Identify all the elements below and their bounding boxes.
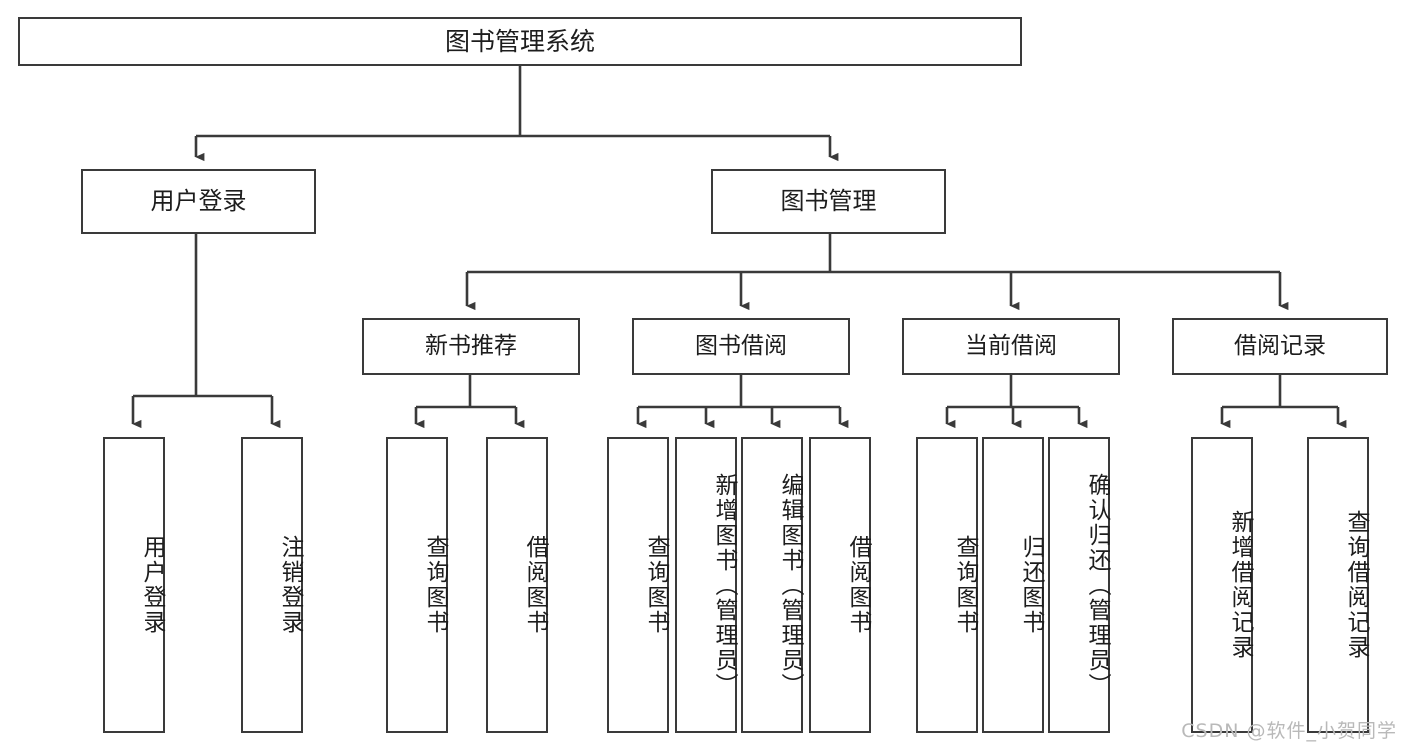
node-user-login[interactable]: 用户登录: [81, 169, 316, 234]
leaf-borrow-book-recommend[interactable]: 借阅图书: [486, 437, 548, 733]
node-label: 查询图书: [952, 535, 978, 635]
node-label: 用户登录: [139, 535, 165, 635]
node-root-system[interactable]: 图书管理系统: [18, 17, 1022, 66]
node-label: 借阅图书: [845, 535, 871, 635]
node-label: 新增图书（管理员）: [711, 472, 737, 698]
node-book-management[interactable]: 图书管理: [711, 169, 946, 234]
node-label: 用户登录: [150, 187, 247, 216]
leaf-add-borrow-record[interactable]: 新增借阅记录: [1191, 437, 1253, 733]
leaf-query-book-current[interactable]: 查询图书: [916, 437, 978, 733]
node-book-borrow[interactable]: 图书借阅: [632, 318, 850, 375]
node-label: 查询借阅记录: [1343, 510, 1369, 660]
node-label: 借阅记录: [1234, 332, 1326, 359]
node-label: 查询图书: [643, 535, 669, 635]
leaf-confirm-return-admin[interactable]: 确认归还（管理员）: [1048, 437, 1110, 733]
csdn-watermark: CSDN @软件_小贺同学: [1181, 720, 1397, 742]
node-borrow-records[interactable]: 借阅记录: [1172, 318, 1388, 375]
leaf-user-login[interactable]: 用户登录: [103, 437, 165, 733]
leaf-query-book-borrow[interactable]: 查询图书: [607, 437, 669, 733]
node-label: 借阅图书: [522, 535, 548, 635]
leaf-add-book-admin[interactable]: 新增图书（管理员）: [675, 437, 737, 733]
node-label: 图书借阅: [695, 332, 787, 359]
node-label: 查询图书: [422, 535, 448, 635]
node-label: 编辑图书（管理员）: [777, 472, 803, 698]
node-label: 当前借阅: [965, 332, 1057, 359]
node-label: 新书推荐: [425, 332, 517, 359]
node-label: 图书管理: [780, 187, 877, 216]
leaf-borrow-book[interactable]: 借阅图书: [809, 437, 871, 733]
node-label: 新增借阅记录: [1227, 510, 1253, 660]
leaf-edit-book-admin[interactable]: 编辑图书（管理员）: [741, 437, 803, 733]
node-label: 图书管理系统: [444, 26, 595, 56]
node-label: 注销登录: [277, 535, 303, 635]
leaf-return-book[interactable]: 归还图书: [982, 437, 1044, 733]
node-current-borrow[interactable]: 当前借阅: [902, 318, 1120, 375]
leaf-query-book-recommend[interactable]: 查询图书: [386, 437, 448, 733]
node-label: 确认归还（管理员）: [1084, 472, 1110, 698]
leaf-query-borrow-record[interactable]: 查询借阅记录: [1307, 437, 1369, 733]
leaf-logout[interactable]: 注销登录: [241, 437, 303, 733]
node-new-book-recommend[interactable]: 新书推荐: [362, 318, 580, 375]
node-label: 归还图书: [1018, 535, 1044, 635]
